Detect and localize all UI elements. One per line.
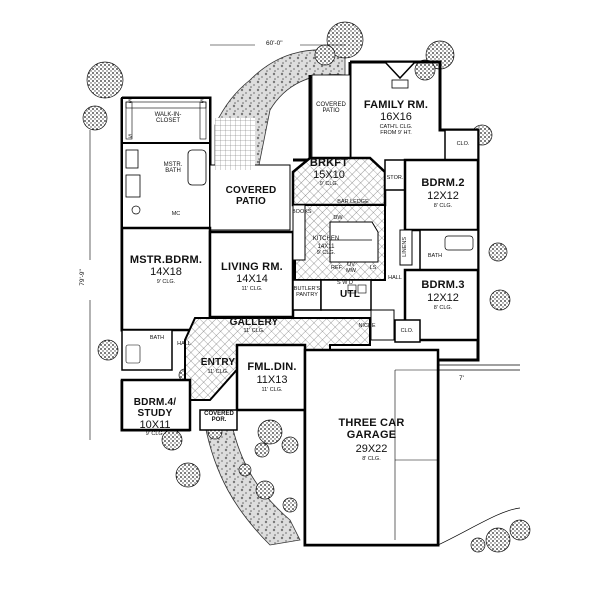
living-rm-label: LIVING RM. — [221, 261, 283, 273]
dw-label: DW — [333, 215, 343, 221]
hall-left-label: HALL — [177, 341, 191, 347]
width-dimension: 60'-0" — [266, 40, 283, 47]
fml-din-note: 11' CLG. — [261, 387, 283, 393]
garage-room — [303, 348, 440, 547]
clo-top-label: CLO. — [456, 141, 470, 147]
fml-din-label: FML.DIN. — [247, 361, 297, 373]
kitchen-island — [329, 221, 379, 263]
bdrm-3-note: 8' CLG. — [433, 305, 453, 311]
kitchen-size: 14X11 — [317, 244, 335, 250]
bdrm-2-size: 12X12 — [427, 190, 459, 202]
living-rm-size: 14X14 — [236, 273, 268, 285]
kitchen-label: KITCHEN — [312, 236, 340, 242]
shelf-label-1: S — [128, 99, 132, 105]
hall-right-label: HALL — [388, 275, 402, 281]
mc-label: MC — [171, 211, 181, 217]
gallery-note: 11' CLG. — [243, 328, 265, 334]
garage-offset: 7' — [459, 375, 464, 382]
bdrm-2-label: BDRM.2 — [421, 177, 465, 189]
covered-por-area — [199, 409, 238, 431]
mstr-bdrm-size: 14X18 — [150, 266, 182, 278]
kitchen-note: 9' CLG. — [316, 250, 336, 256]
bdrm-4-room — [120, 378, 192, 432]
brkft-label: BRKFT — [309, 157, 349, 169]
garage-label: THREE CAR GARAGE — [338, 417, 405, 441]
gallery-label: GALLERY — [229, 317, 279, 328]
bath-right-label: BATH — [427, 253, 443, 259]
bath-left-label: BATH — [149, 335, 165, 341]
covered-patio-top-label: COVERED PATIO — [316, 102, 346, 115]
fml-din-room — [235, 343, 307, 412]
covered-por-label: COVERED POR. — [204, 411, 234, 424]
garage-size: 29X22 — [355, 443, 388, 455]
clo-bottom-label: CLO. — [400, 328, 414, 334]
books-label: BOOKS — [292, 209, 312, 215]
brkft-note: 9' CLG. — [319, 181, 339, 187]
tub — [187, 149, 207, 186]
entry-note: 11' CLG. — [207, 369, 229, 375]
covered-patio-label: COVERED PATIO — [225, 185, 277, 207]
bdrm-4-label: BDRM.4/ STUDY — [133, 397, 177, 419]
bdrm-3-size: 12X12 — [427, 292, 459, 304]
ref-label: REF. — [331, 265, 343, 271]
garage-note: 8' CLG. — [362, 456, 381, 462]
covered-patio-top-area — [311, 74, 351, 161]
garage-doors — [394, 369, 438, 540]
linens-label: LINENS — [402, 236, 409, 257]
living-rm-note: 11' CLG. — [241, 286, 263, 292]
swd-label: S W D — [337, 280, 353, 286]
bdrm-4-size: 10X11 — [139, 419, 171, 431]
covered-patio-area — [209, 164, 291, 231]
living-rm-room — [208, 230, 295, 319]
walk-in-closet-label: WALK-IN- CLOSET — [154, 112, 182, 125]
shelf-label-3: S — [128, 134, 132, 140]
shelf-label-2: S — [200, 99, 204, 105]
family-rm-label: FAMILY RM. — [363, 99, 429, 111]
niche-label: NICHE — [358, 323, 376, 329]
butler-pantry-room — [292, 279, 322, 311]
driveway — [437, 364, 521, 546]
bdrm-4-note: 9' CLG. — [145, 431, 165, 437]
mstr-bdrm-label: MSTR.BDRM. — [129, 254, 203, 266]
ls-label: LS — [369, 265, 377, 271]
family-rm-size: 16X16 — [380, 111, 412, 123]
mstr-bdrm-note: 9' CLG. — [156, 279, 176, 285]
mstr-bath-label: MSTR. BATH — [163, 162, 183, 175]
brkft-size: 15X10 — [313, 169, 345, 181]
family-rm-note: CATH'L CLG. FROM 9' HT. — [379, 124, 413, 136]
stor-label: STOR. — [386, 175, 404, 181]
ov-mw-label: OV MW — [346, 262, 356, 274]
front-walkway — [204, 424, 301, 546]
depth-dimension: 79'-9" — [78, 269, 86, 286]
butlers-pantry-label: BUTLER'S PANTRY — [293, 286, 321, 298]
fml-din-size: 11X13 — [256, 374, 288, 386]
bdrm-3-room — [403, 268, 480, 342]
utl-label: UTL — [339, 289, 361, 300]
entry-label: ENTRY — [200, 357, 236, 368]
bdrm-2-note: 8' CLG. — [433, 203, 453, 209]
mstr-bdrm-room — [120, 226, 212, 332]
bdrm-3-label: BDRM.3 — [421, 279, 465, 291]
dimension-lines — [89, 44, 345, 440]
bar-ledge-label: BAR LEDGE — [337, 199, 369, 205]
